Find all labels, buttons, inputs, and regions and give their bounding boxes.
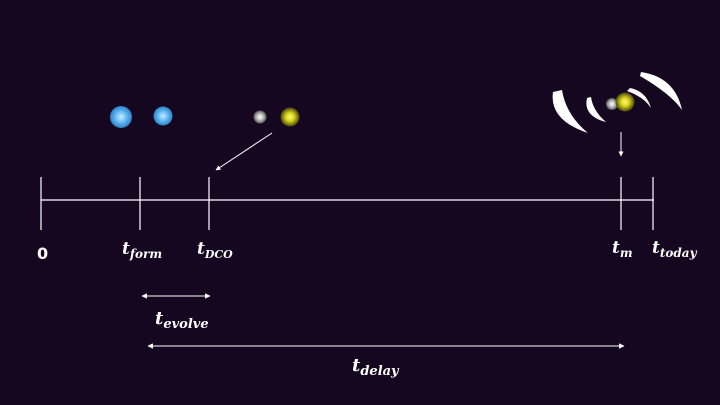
grey-compact-star-icon (253, 110, 267, 124)
label-t-delay: tdelay (352, 355, 400, 379)
label-t-m: tm (612, 238, 633, 260)
label-t-evolve: tevolve (155, 308, 209, 332)
label-t-today: ttoday (652, 238, 698, 260)
gw-wave-inner-left-icon (586, 97, 606, 122)
gw-wave-inner-right-icon (627, 88, 651, 108)
gw-wave-outer-right-icon (640, 72, 682, 110)
double-compact-object-icon (253, 107, 300, 127)
origin-label: 0 (37, 244, 48, 263)
dco-pointer-arrow (215, 132, 273, 171)
blue-star-icon (153, 106, 173, 126)
gw-wave-outer-left-icon (552, 90, 588, 133)
label-t-form: tform (122, 239, 162, 261)
yellow-compact-star-icon (615, 92, 635, 112)
yellow-compact-star-icon (280, 107, 300, 127)
label-t-dco: tDCO (197, 239, 233, 261)
blue-star-icon (110, 106, 132, 128)
binary-star-blue-icon (110, 106, 173, 128)
merger-gravitational-wave-icon (552, 72, 682, 133)
grey-compact-star-icon (606, 98, 618, 110)
